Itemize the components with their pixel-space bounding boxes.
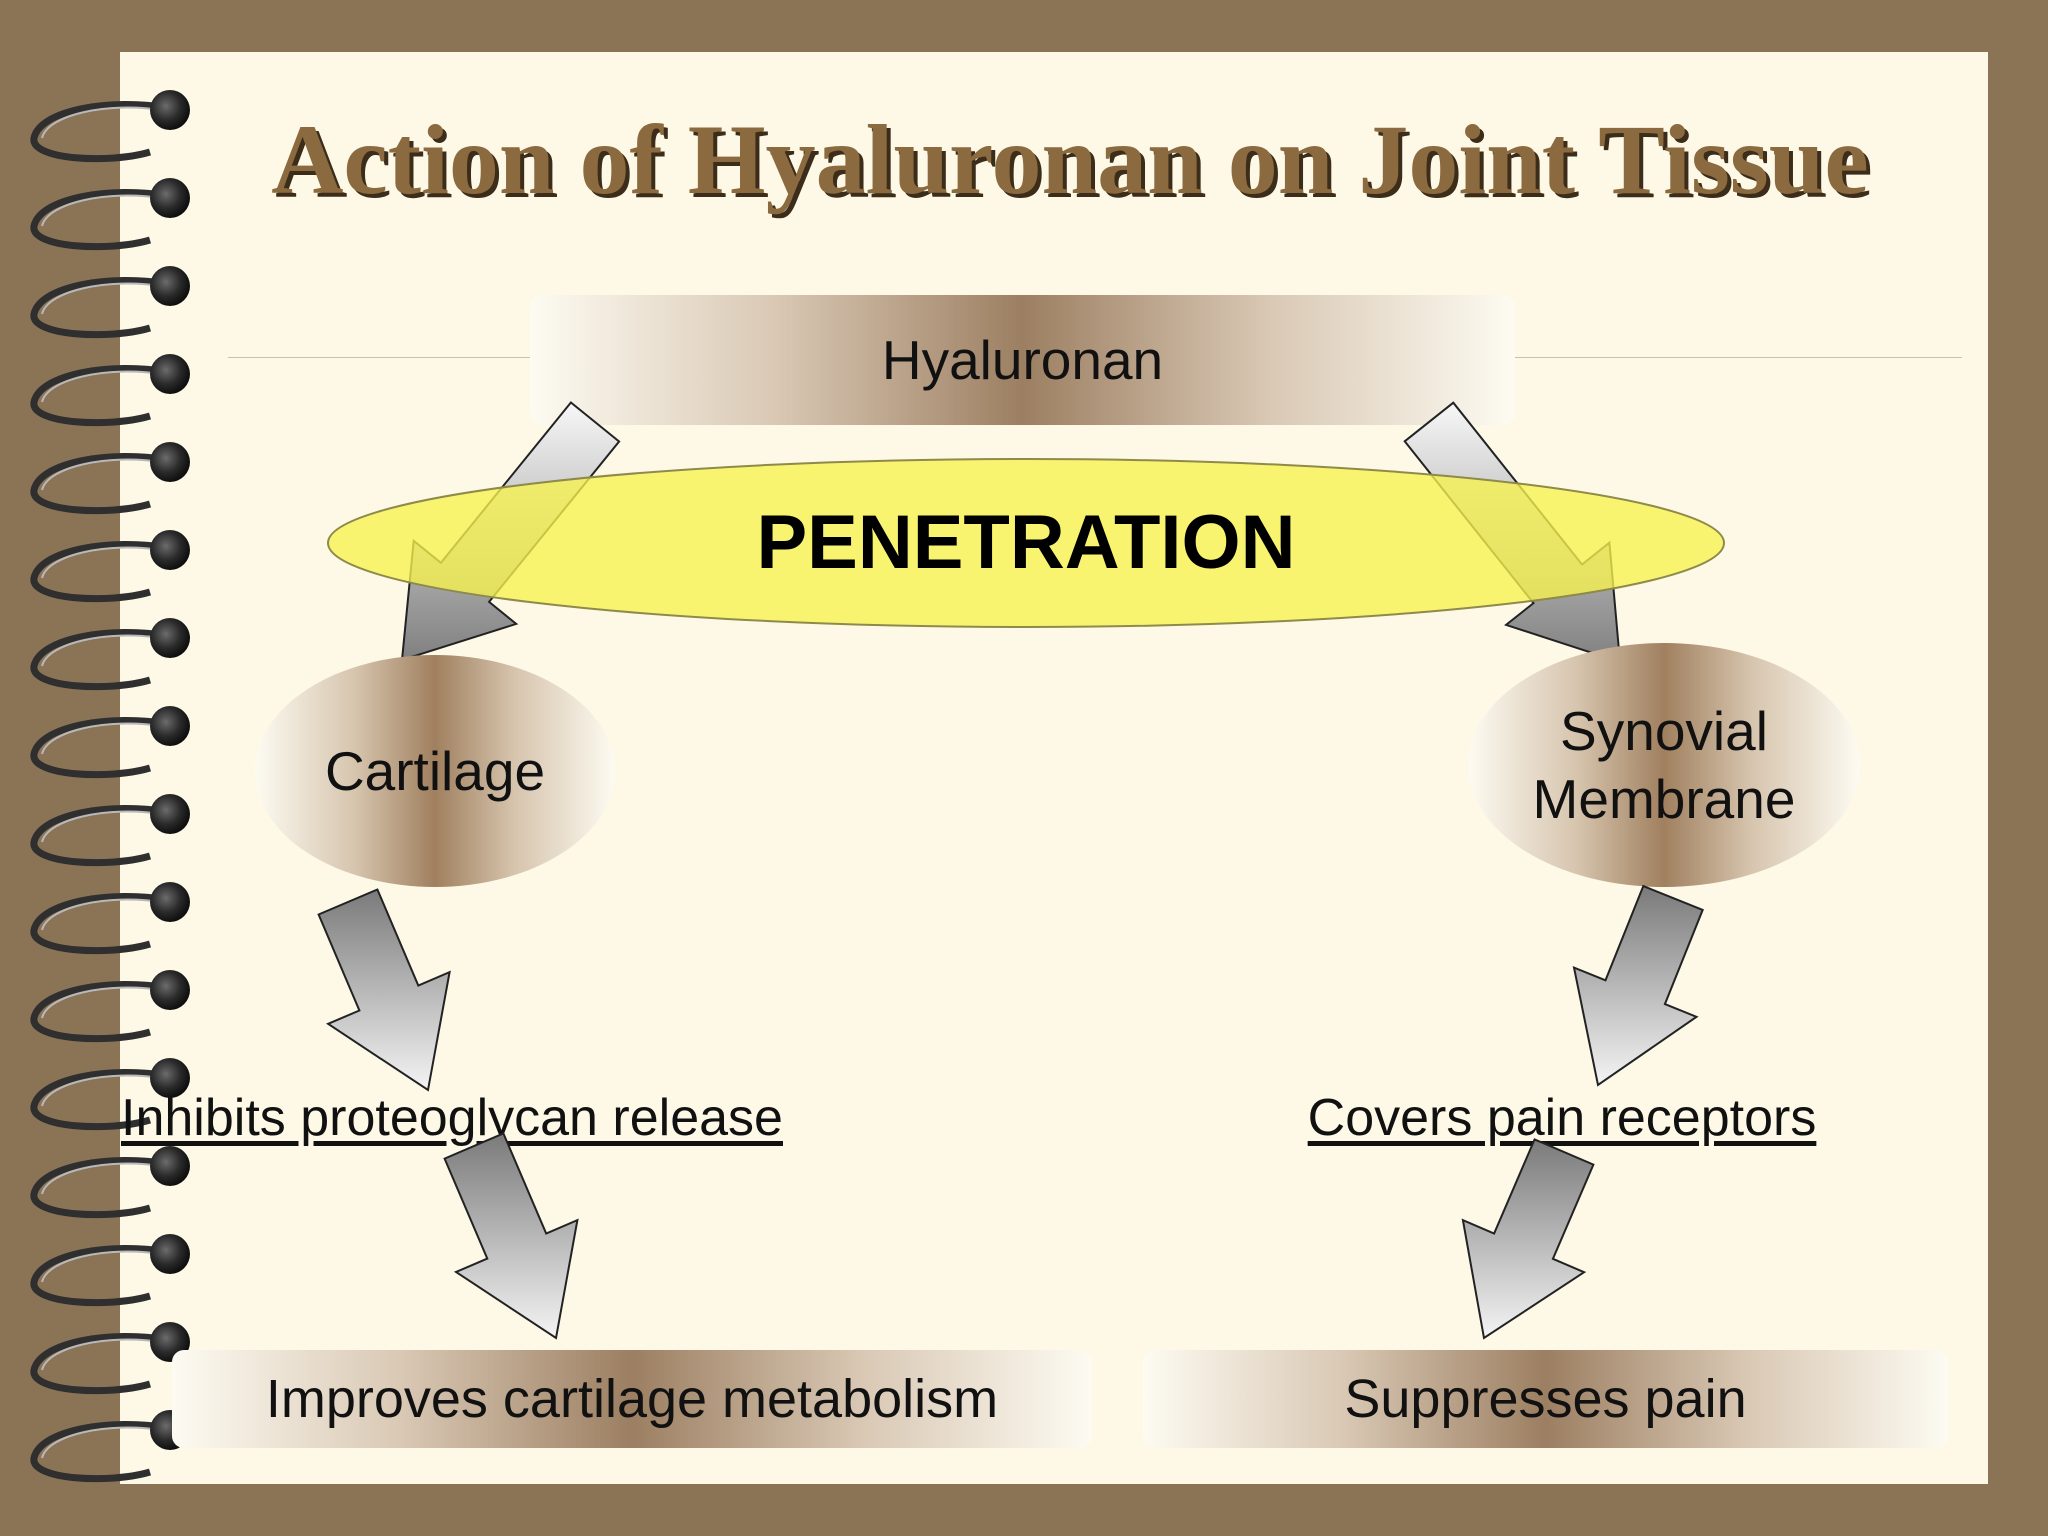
synovial-label-line2: Membrane xyxy=(1532,768,1796,830)
synovial-label-line1: Synovial xyxy=(1560,700,1768,762)
cartilage-label: Cartilage xyxy=(324,740,546,802)
node-hyaluronan: Hyaluronan xyxy=(530,295,1515,425)
arrow-cartilage-to-step xyxy=(317,888,451,1092)
penetration-label: PENETRATION xyxy=(756,500,1295,585)
divider-line-right xyxy=(1515,357,1962,358)
node-synovial-membrane: Synovial Membrane xyxy=(1468,643,1860,887)
result-improves-cartilage: Improves cartilage metabolism xyxy=(172,1350,1092,1448)
node-cartilage: Cartilage xyxy=(255,655,615,887)
spiral-binding xyxy=(30,90,190,1483)
result-suppresses-pain: Suppresses pain xyxy=(1143,1350,1948,1448)
step-inhibits-proteoglycan: Inhibits proteoglycan release xyxy=(121,1089,783,1147)
arrow-synovial-to-step xyxy=(1572,884,1705,1087)
step-covers-pain-receptors: Covers pain receptors xyxy=(1307,1089,1817,1147)
divider-line-left xyxy=(228,357,533,358)
slide-title: Action of Hyaluronan on Joint Tissue xyxy=(271,104,1869,215)
arrow-step-to-pain-result xyxy=(1461,1138,1595,1340)
arrow-step-to-cartilage-result xyxy=(443,1132,579,1340)
